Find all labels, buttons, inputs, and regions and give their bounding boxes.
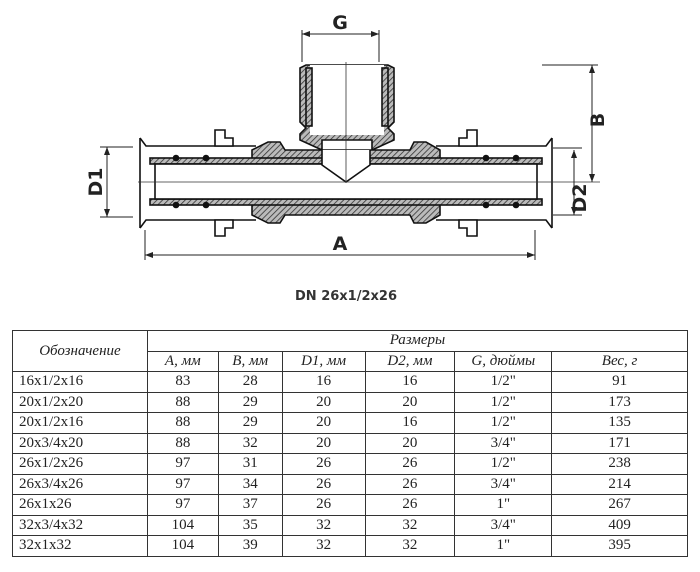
table-cell: 91 <box>551 371 688 393</box>
table-cell: 135 <box>551 412 688 434</box>
table-cell: 20 <box>281 432 366 454</box>
table-cell: 32 <box>364 514 456 536</box>
table-cell: 3/4" <box>454 473 553 495</box>
column-header-b: B, мм <box>217 350 283 372</box>
table-cell: 1/2" <box>454 371 553 393</box>
table-cell: 26 <box>281 494 366 516</box>
dim-label-d2: D2 <box>569 184 591 213</box>
table-cell: 26 <box>364 494 456 516</box>
table-cell: 1/2" <box>454 453 553 475</box>
table-cell: 83 <box>146 371 219 393</box>
table-cell: 28 <box>217 371 283 393</box>
table-cell: 1" <box>454 494 553 516</box>
table-cell: 20 <box>281 412 366 434</box>
table-cell: 32 <box>364 535 456 557</box>
dimensions-group-header: Размеры <box>146 330 689 352</box>
dimensions-table: Обозначение Размеры A, мм B, мм D1, мм D… <box>12 330 689 557</box>
column-header-d2: D2, мм <box>364 350 456 372</box>
column-header-a: A, мм <box>146 350 219 372</box>
cell-designation: 32x1x32 <box>12 535 148 557</box>
cell-designation: 32x3/4x32 <box>12 514 148 536</box>
table-cell: 1/2" <box>454 391 553 413</box>
dim-label-d1: D1 <box>85 168 107 197</box>
table-cell: 1" <box>454 535 553 557</box>
dim-label-a: A <box>333 233 348 255</box>
table-cell: 26 <box>364 473 456 495</box>
table-cell: 3/4" <box>454 432 553 454</box>
cell-designation: 26x3/4x26 <box>12 473 148 495</box>
table-cell: 16 <box>281 371 366 393</box>
table-cell: 39 <box>217 535 283 557</box>
centerlines <box>138 62 600 183</box>
tee-fitting-drawing: G A B D1 D2 DN 26x1/2x26 <box>85 12 609 304</box>
table-cell: 409 <box>551 514 688 536</box>
cell-designation: 26x1x26 <box>12 494 148 516</box>
table-cell: 20 <box>281 391 366 413</box>
table-cell: 214 <box>551 473 688 495</box>
table-cell: 267 <box>551 494 688 516</box>
table-cell: 32 <box>281 535 366 557</box>
table-cell: 16 <box>364 412 456 434</box>
table-cell: 34 <box>217 473 283 495</box>
table-cell: 104 <box>146 514 219 536</box>
cell-designation: 20x3/4x20 <box>12 432 148 454</box>
table-cell: 35 <box>217 514 283 536</box>
cell-designation: 16x1/2x16 <box>12 371 148 393</box>
table-cell: 16 <box>364 371 456 393</box>
table-cell: 104 <box>146 535 219 557</box>
table-cell: 29 <box>217 391 283 413</box>
cell-designation: 20x1/2x20 <box>12 391 148 413</box>
table-cell: 3/4" <box>454 514 553 536</box>
column-header-d1: D1, мм <box>281 350 366 372</box>
cell-designation: 26x1/2x26 <box>12 453 148 475</box>
table-cell: 97 <box>146 473 219 495</box>
table-cell: 26 <box>364 453 456 475</box>
dimension-lines <box>100 30 598 260</box>
table-cell: 88 <box>146 432 219 454</box>
drawing-caption: DN 26x1/2x26 <box>295 289 397 304</box>
table-cell: 20 <box>364 391 456 413</box>
table-cell: 32 <box>281 514 366 536</box>
table-cell: 88 <box>146 391 219 413</box>
table-cell: 238 <box>551 453 688 475</box>
table-cell: 395 <box>551 535 688 557</box>
column-header-g: G, дюймы <box>454 350 553 372</box>
table-cell: 173 <box>551 391 688 413</box>
table-cell: 26 <box>281 473 366 495</box>
name-header: Обозначение <box>12 330 148 372</box>
table-cell: 171 <box>551 432 688 454</box>
table-cell: 32 <box>217 432 283 454</box>
dim-label-b: B <box>587 113 609 127</box>
table-cell: 1/2" <box>454 412 553 434</box>
table-cell: 97 <box>146 453 219 475</box>
column-header-weight: Вес, г <box>551 350 688 372</box>
table-cell: 31 <box>217 453 283 475</box>
table-cell: 97 <box>146 494 219 516</box>
table-cell: 26 <box>281 453 366 475</box>
dim-label-g: G <box>332 12 348 34</box>
table-cell: 37 <box>217 494 283 516</box>
table-cell: 88 <box>146 412 219 434</box>
table-cell: 29 <box>217 412 283 434</box>
table-cell: 20 <box>364 432 456 454</box>
cell-designation: 20x1/2x16 <box>12 412 148 434</box>
